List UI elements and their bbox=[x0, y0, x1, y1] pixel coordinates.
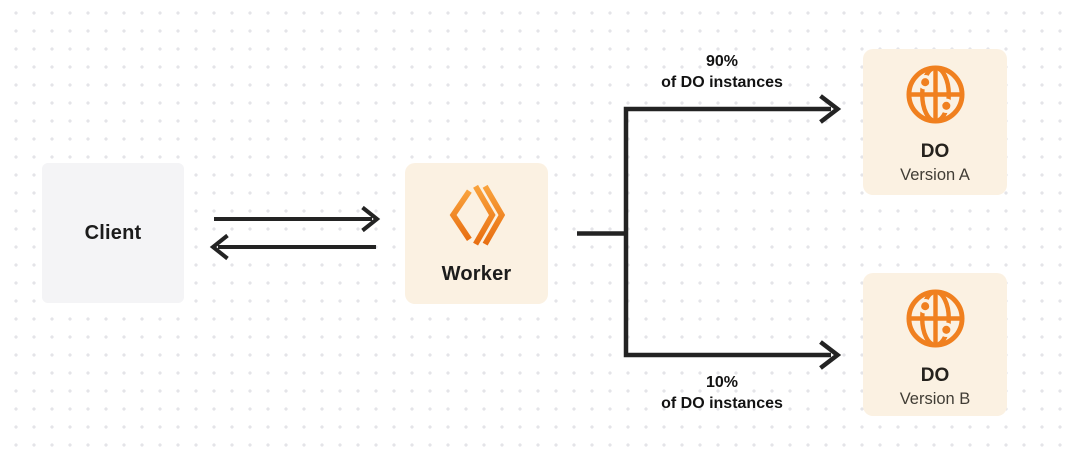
do-b-subtitle: Version B bbox=[899, 390, 971, 408]
node-do-version-a: DO Version A bbox=[863, 49, 1007, 195]
node-client: Client bbox=[42, 163, 184, 303]
do-b-title: DO bbox=[920, 365, 950, 386]
percent-value: 90% bbox=[705, 53, 739, 70]
arrow-client-to-worker bbox=[214, 205, 381, 233]
client-label: Client bbox=[84, 221, 142, 244]
arrow-worker-to-do-b bbox=[623, 233, 842, 370]
worker-label: Worker bbox=[441, 263, 512, 285]
do-a-subtitle: Version A bbox=[900, 166, 970, 184]
arrow-worker-to-do-a bbox=[623, 94, 842, 234]
percent-value: 10% bbox=[705, 374, 739, 391]
do-a-title: DO bbox=[920, 141, 950, 162]
label-90-percent: 90% of DO instances bbox=[622, 51, 822, 93]
label-10-percent: 10% of DO instances bbox=[622, 372, 822, 414]
cloudflare-workers-icon bbox=[449, 183, 505, 247]
arrow-worker-to-client bbox=[209, 233, 376, 261]
node-worker: Worker bbox=[405, 163, 548, 304]
node-do-version-b: DO Version B bbox=[863, 273, 1007, 416]
globe-icon bbox=[905, 65, 965, 124]
percent-caption: of DO instances bbox=[661, 395, 783, 412]
percent-caption: of DO instances bbox=[661, 74, 783, 91]
globe-icon bbox=[905, 289, 965, 348]
